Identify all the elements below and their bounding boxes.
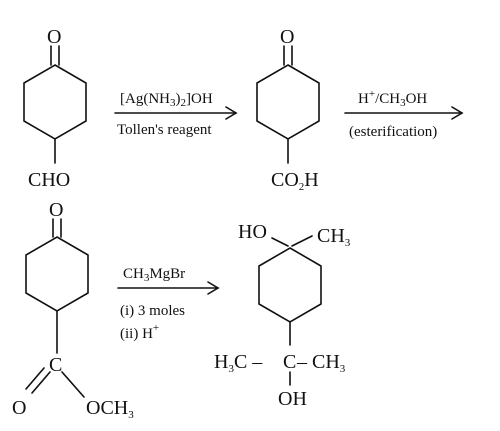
- arrow-3: CH3MgBr (i) 3 moles (ii) H+: [117, 266, 220, 342]
- arrow-1-head: [225, 106, 238, 120]
- methyl-bond-top: [291, 235, 313, 247]
- arrow-1: [Ag(NH3)2]OH Tollen's reagent: [114, 91, 238, 138]
- molecule-3: O C O OCH3: [12, 199, 134, 421]
- arrow-3-reagent: CH3MgBr: [123, 266, 185, 284]
- ester-oxygen-bond: [61, 371, 85, 398]
- methoxy-label: OCH3: [86, 397, 134, 421]
- ring-3: [25, 236, 89, 312]
- molecule-4: HO CH3 H3C – C – CH3 OH: [214, 221, 351, 410]
- top-methyl: CH3: [317, 225, 351, 249]
- arrow-2-reagent: H+/CH3OH: [358, 88, 427, 109]
- side-chain-right-methyl: – CH3: [296, 351, 346, 375]
- arrow-3-condition-2: (ii) H+: [120, 322, 159, 342]
- carbonyl-bond-b: [25, 367, 45, 390]
- ring-2: [256, 64, 320, 140]
- arrow-2-reagent-name: (esterification): [349, 124, 437, 140]
- side-chain-center-carbon: C: [283, 351, 296, 373]
- arrow-2-head: [451, 106, 464, 120]
- arrow-3-condition-1: (i) 3 moles: [120, 303, 185, 319]
- ketone-oxygen-2: O: [280, 26, 294, 48]
- hydroxyl-bond-top: [271, 237, 289, 247]
- ketone-oxygen-3: O: [49, 199, 63, 221]
- side-chain-left-methyl: H3C –: [214, 351, 263, 375]
- top-hydroxyl: HO: [238, 221, 267, 243]
- carboxylic-acid-label: CO2H: [271, 169, 319, 193]
- ring-1: [23, 64, 87, 140]
- arrow-2: H+/CH3OH (esterification): [344, 88, 464, 140]
- arrow-1-reagent-name: Tollen's reagent: [117, 122, 212, 138]
- aldehyde-label: CHO: [28, 169, 70, 191]
- carbonyl-oxygen: O: [12, 397, 26, 419]
- ring-4: [258, 247, 322, 323]
- arrow-3-head: [207, 281, 220, 295]
- arrow-1-reagent: [Ag(NH3)2]OH: [120, 91, 213, 109]
- carbonyl-bond-a: [31, 371, 51, 394]
- ester-carbon: C: [49, 354, 62, 376]
- molecule-2: O CO2H: [256, 26, 320, 193]
- ketone-oxygen-1: O: [47, 26, 61, 48]
- bottom-hydroxyl: OH: [278, 388, 307, 410]
- molecule-1: O CHO: [23, 26, 87, 191]
